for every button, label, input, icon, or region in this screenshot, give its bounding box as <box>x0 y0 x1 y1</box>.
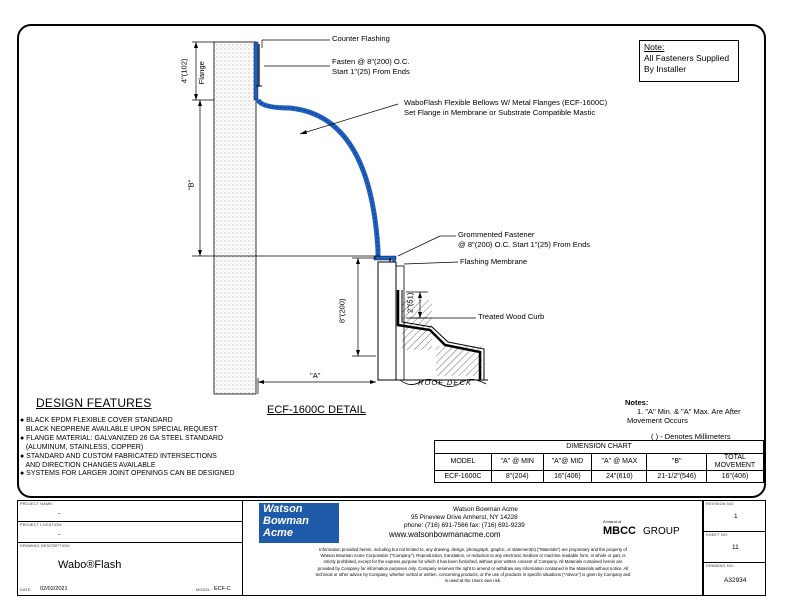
company-website: www.watsonbowmanacme.com <box>389 530 501 539</box>
notes-heading: Notes: <box>625 398 649 407</box>
feature-item: BLACK NEOPRENE AVAILABLE UPON SPECIAL RE… <box>20 425 218 433</box>
disclaimer: Information provided herein, including b… <box>315 547 631 584</box>
roof-deck <box>399 379 487 387</box>
mm-note: ( ) - Denotes Millimeters <box>651 432 731 441</box>
header-cell: MODEL <box>434 453 492 471</box>
note-line-1: All Fasteners Supplied <box>644 53 730 63</box>
company-phone: phone: (716) 691-7566 fax: (716) 691-923… <box>404 522 525 529</box>
wood-curb <box>377 261 397 381</box>
company-cell: Watson Bowman Acme Watson Bowman Acme 95… <box>243 500 703 596</box>
drawing-date: 02/02/2021 <box>40 586 68 592</box>
feature-item: ● STANDARD AND CUSTOM FABRICATED INTERSE… <box>20 452 217 460</box>
notes-line-2: Movement Occurs <box>627 416 688 425</box>
b-dimension-label: "B" <box>186 179 196 191</box>
table-cell: ECF-1600C <box>434 470 492 483</box>
design-features-title: DESIGN FEATURES <box>36 396 152 410</box>
wood-curb-label: Treated Wood Curb <box>478 312 545 321</box>
flashing-membrane-label: Flashing Membrane <box>460 257 528 266</box>
company-address: 95 Pineview Drive Amherst, NY 14228 <box>411 514 518 521</box>
project-location: - <box>58 531 61 538</box>
note-line-2: By Installer <box>644 64 687 74</box>
fasten-label-2: Start 1"(25) From Ends <box>332 67 410 76</box>
project-name: - <box>58 510 61 517</box>
sheet-cell: SHEET NO: 11 <box>703 531 766 563</box>
table-cell: 16"(406) <box>542 470 593 483</box>
feature-item: ● SYSTEMS FOR LARGER JOINT OPENINGS CAN … <box>20 470 235 478</box>
flange-word-label: Flange <box>196 61 206 85</box>
roof-deck-label: ROOF DECK <box>418 378 473 387</box>
drawing-description: Wabo®Flash <box>58 559 122 571</box>
curb-height-label: 8"(200) <box>337 298 347 324</box>
project-location-cell: PROJECT LOCATION: - <box>17 521 243 543</box>
drawing-border <box>17 24 766 498</box>
company-name: Watson Bowman Acme <box>453 506 518 513</box>
design-features-list: ● BLACK EPDM FLEXIBLE COVER STANDARD BLA… <box>20 417 235 479</box>
drawing-description-cell: DRAWING DESCRIPTION: Wabo®Flash DATE: 02… <box>17 542 243 596</box>
feature-item: (ALUMINUM, STAINLESS, COPPER) <box>20 443 144 451</box>
a-dimension-label: "A" <box>310 371 321 380</box>
two-inch-label: 2"(51) <box>405 292 415 314</box>
notes: Notes: 1. "A" Min. & "A" Max. Are After … <box>625 398 741 425</box>
counter-flashing-label: Counter Flashing <box>332 34 390 43</box>
grommet-label-1: Grommented Fastener <box>458 230 535 239</box>
header-cell: "B" <box>646 453 707 471</box>
drawing-number: A32934 <box>724 577 747 584</box>
note-title: Note: <box>644 42 665 52</box>
header-cell: "A" @ MIN <box>490 453 544 471</box>
table-cell: 8"(204) <box>490 470 544 483</box>
title-block: PROJECT NAME: - PROJECT LOCATION: - DRAW… <box>17 500 766 596</box>
flexible-bellows <box>255 98 381 258</box>
fasten-label-1: Fasten @ 8"(200) O.C. <box>332 57 410 66</box>
feature-item: ● BLACK EPDM FLEXIBLE COVER STANDARD <box>20 417 173 424</box>
wall-substrate <box>213 41 257 395</box>
header-cell: "A" @ MAX <box>591 453 648 471</box>
table-cell: 24"(610) <box>591 470 648 483</box>
grommet-label-2: @ 8"(200) O.C. Start 1"(25) From Ends <box>458 240 591 249</box>
drawing-model: ECF-C <box>214 586 231 592</box>
notes-line-1: 1. "A" Min. & "A" Max. Are After <box>637 407 741 416</box>
revision-cell: REVISION NO: 1 <box>703 500 766 532</box>
bellows-label-1: WaboFlash Flexible Bellows W/ Metal Flan… <box>404 98 608 107</box>
chart-caption: DIMENSION CHART <box>434 440 764 454</box>
drawing-number-cell: DRAWING NO: A32934 <box>703 562 766 596</box>
note-box: Note: All Fasteners Supplied By Installe… <box>639 40 739 82</box>
detail-title: ECF-1600C DETAIL <box>267 404 366 416</box>
header-cell: TOTAL MOVEMENT <box>706 453 764 471</box>
flange-height-label: 4"(102) <box>179 58 189 84</box>
feature-item: ● FLANGE MATERIAL: GALVANIZED 26 GA STEE… <box>20 434 223 442</box>
sheet-number: 11 <box>732 544 739 551</box>
revision-number: 1 <box>734 513 738 520</box>
table-cell: 16"(406) <box>706 470 764 483</box>
header-cell: "A"@ MID <box>542 453 593 471</box>
feature-item: AND DIRECTION CHANGES AVAILABLE <box>20 461 156 469</box>
project-name-cell: PROJECT NAME: - <box>17 500 243 522</box>
wall-flange <box>253 41 259 101</box>
bellows-label-2: Set Flange in Membrane or Substrate Comp… <box>404 108 596 117</box>
company-logo: Watson Bowman Acme <box>259 503 339 543</box>
table-cell: 21-1/2"(546) <box>646 470 707 483</box>
dimension-chart: DIMENSION CHART MODEL "A" @ MIN "A"@ MID… <box>434 440 764 483</box>
